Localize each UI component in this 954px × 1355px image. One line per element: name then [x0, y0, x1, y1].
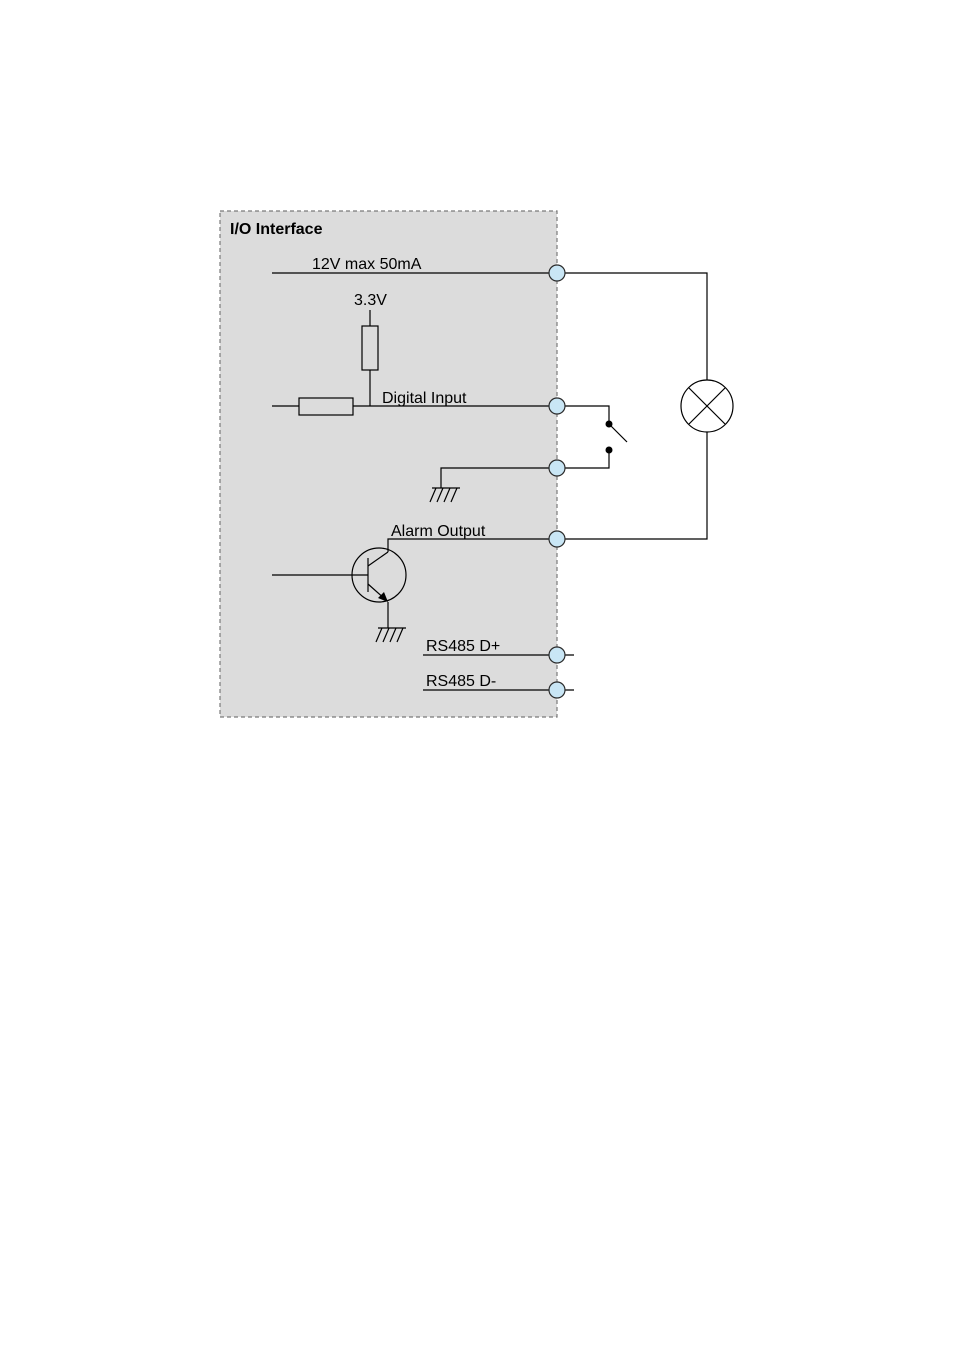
lamp-return-wire	[557, 432, 707, 539]
terminal-alarm-output	[549, 531, 565, 547]
terminal-rs485-plus	[549, 647, 565, 663]
terminal-ground	[549, 460, 565, 476]
lamp-icon	[681, 380, 733, 432]
rs485-plus-label: RS485 D+	[426, 638, 500, 655]
digital-input-label: Digital Input	[382, 390, 467, 407]
panel-title: I/O Interface	[230, 221, 323, 238]
terminal-digital-input	[549, 398, 565, 414]
lamp-supply-wire	[557, 273, 707, 380]
power-label: 12V max 50mA	[312, 256, 422, 273]
switch-icon	[606, 421, 628, 454]
io-interface-panel	[220, 211, 557, 717]
pullup-voltage-label: 3.3V	[354, 292, 387, 309]
alarm-output-label: Alarm Output	[391, 523, 486, 540]
rs485-minus-label: RS485 D-	[426, 673, 496, 690]
terminal-power	[549, 265, 565, 281]
terminal-rs485-minus	[549, 682, 565, 698]
